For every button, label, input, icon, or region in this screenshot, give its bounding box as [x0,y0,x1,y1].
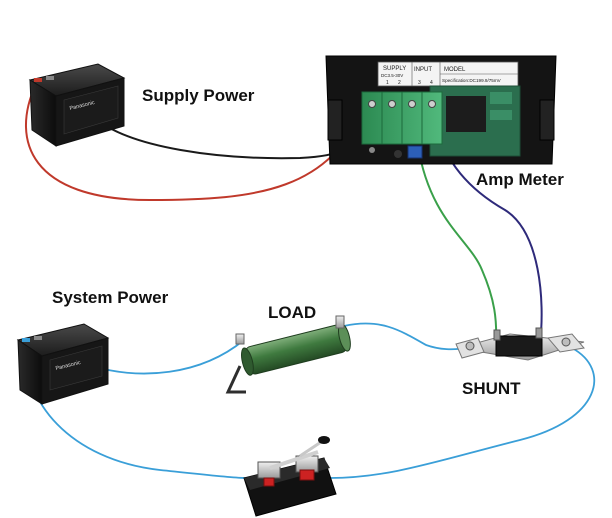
shunt-icon [455,327,585,361]
amp-meter-label: Amp Meter [476,170,564,189]
meter-supply-label: SUPPLY [383,66,406,72]
load-label: LOAD [268,303,317,322]
terminal-number-4: 4 [430,80,433,86]
meter-specification: Specification:DC199.9/75mV [442,78,502,83]
battery-icon [28,63,126,147]
terminal-number-1: 1 [386,80,389,86]
shunt-to-switch-wire [329,347,596,479]
load-resistor [225,315,351,394]
meter-model-label: MODEL [444,67,466,73]
resistor-icon [225,315,351,394]
shunt [455,327,585,361]
terminal-number-2: 2 [398,80,401,86]
meter-icon [325,55,557,165]
system-power-label: System Power [52,288,169,307]
amp-meter: SUPPLY DC3.5-30V INPUT MODEL Specificati… [325,55,557,165]
supply-battery: Panasonic [28,63,126,147]
meter-input-label: INPUT [414,67,432,73]
load-to-shunt-wire [343,322,471,351]
shunt-sense-green-wire [417,145,498,345]
meter-supply-voltage: DC3.5-30V [381,73,403,78]
knife-switch [243,436,337,517]
shunt-label: SHUNT [462,379,521,398]
supply-positive-wire [24,83,367,202]
battery-icon [16,323,110,405]
battery-to-load-wire [91,339,245,375]
supply-power-label: Supply Power [142,86,255,105]
terminal-number-3: 3 [418,80,421,86]
switch-icon [243,436,337,517]
system-battery: Panasonic [16,323,110,405]
